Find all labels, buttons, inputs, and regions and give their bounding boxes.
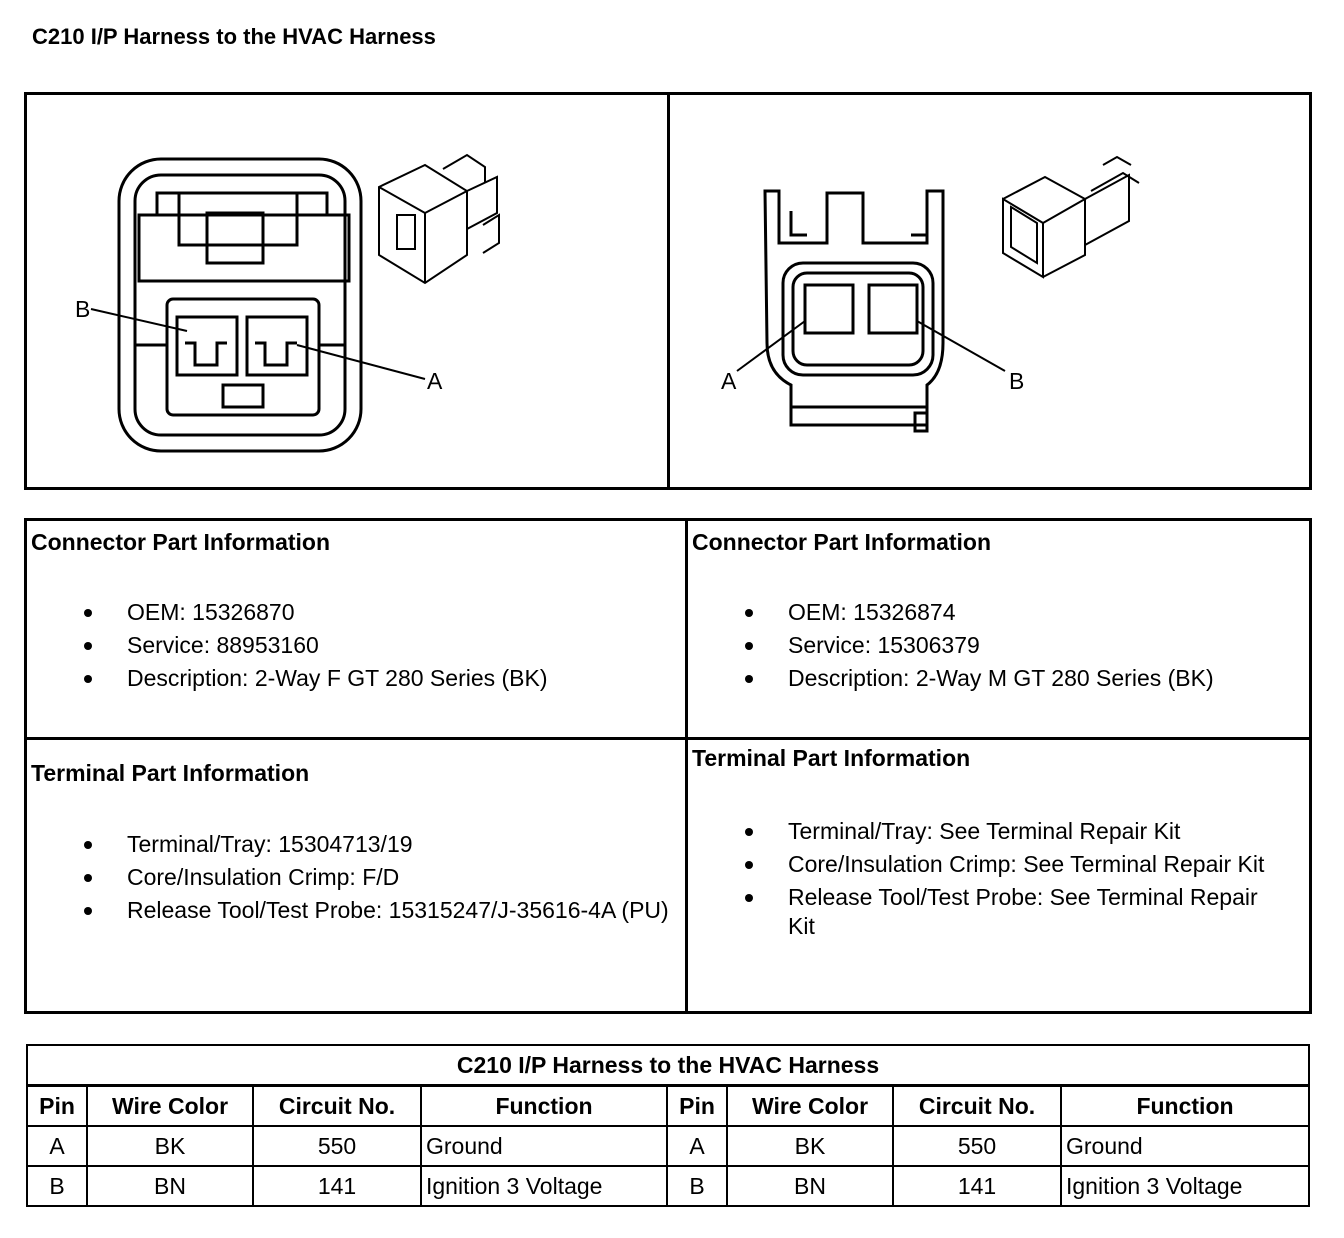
table-cell: Ground [420,1125,668,1167]
table-cell: BN [86,1165,254,1207]
table-cell: BK [726,1125,894,1167]
table-cell: A [666,1125,728,1167]
table-cell: 141 [252,1165,422,1207]
pinout-table: C210 I/P Harness to the HVAC Harness Pin… [25,1044,1311,1207]
list-item: Release Tool/Test Probe: See Terminal Re… [688,883,1288,941]
list-item: Core/Insulation Crimp: See Terminal Repa… [688,850,1288,879]
column-header: Wire Color [726,1084,894,1127]
column-header: Function [1059,1084,1311,1127]
table-row: A BK 550 Ground A BK 550 Ground [26,1125,1311,1167]
terminal-info-left: Terminal Part Information Terminal/Tray:… [27,740,685,1011]
female-connector-iso [378,153,500,285]
list-item: Service: 15306379 [688,631,1303,660]
connector-info-left: Connector Part Information OEM: 15326870… [27,521,685,737]
right-leader-a [736,320,806,372]
table-cell: 550 [252,1125,422,1167]
table-cell: BK [86,1125,254,1167]
terminal-info-left-heading: Terminal Part Information [31,760,310,786]
table-row: B BN 141 Ignition 3 Voltage B BN 141 Ign… [26,1165,1311,1207]
column-header: Circuit No. [892,1084,1062,1127]
table-cell: BN [726,1165,894,1207]
terminal-info-right: Terminal Part Information Terminal/Tray:… [688,740,1309,1011]
table-cell: B [666,1165,728,1207]
column-header: Circuit No. [252,1084,422,1127]
list-item: Description: 2-Way F GT 280 Series (BK) [27,664,677,693]
table-cell: Ground [1059,1125,1311,1167]
list-item: Terminal/Tray: 15304713/19 [27,830,677,859]
left-label-a: A [427,368,443,394]
male-connector-face [763,189,945,433]
table-cell: 141 [892,1165,1062,1207]
column-header: Function [420,1084,668,1127]
part-info-grid: Connector Part Information OEM: 15326870… [24,518,1312,1014]
female-connector-face [117,157,363,453]
terminal-info-right-list: Terminal/Tray: See Terminal Repair Kit C… [688,817,1288,945]
table-header-row: Pin Wire Color Circuit No. Function Pin … [26,1084,1311,1127]
connector-info-left-list: OEM: 15326870 Service: 88953160 Descript… [27,598,677,697]
left-leader-a [296,344,426,380]
connector-info-left-heading: Connector Part Information [31,529,331,555]
list-item: Description: 2-Way M GT 280 Series (BK) [688,664,1303,693]
list-item: Service: 88953160 [27,631,677,660]
list-item: OEM: 15326874 [688,598,1303,627]
table-cell: Ignition 3 Voltage [1059,1165,1311,1207]
column-header: Wire Color [86,1084,254,1127]
connector-info-right: Connector Part Information OEM: 15326874… [688,521,1309,737]
connector-info-right-heading: Connector Part Information [692,529,992,555]
column-header: Pin [26,1084,88,1127]
list-item: Core/Insulation Crimp: F/D [27,863,677,892]
left-label-b: B [75,296,90,322]
connector-diagram-panel: B A A B [24,92,1312,490]
male-connector-iso [1002,155,1140,279]
terminal-info-right-heading: Terminal Part Information [692,745,971,771]
list-item: Terminal/Tray: See Terminal Repair Kit [688,817,1288,846]
table-cell: B [26,1165,88,1207]
table-caption: C210 I/P Harness to the HVAC Harness [25,1044,1311,1087]
right-label-b: B [1009,368,1024,394]
list-item: Release Tool/Test Probe: 15315247/J-3561… [27,896,677,925]
left-leader-b [90,308,188,332]
connector-info-right-list: OEM: 15326874 Service: 15306379 Descript… [688,598,1303,697]
list-item: OEM: 15326870 [27,598,677,627]
connector-diagrams: B A A B [75,153,1140,453]
right-label-a: A [721,368,737,394]
table-cell: A [26,1125,88,1167]
terminal-info-left-list: Terminal/Tray: 15304713/19 Core/Insulati… [27,830,677,929]
table-cell: 550 [892,1125,1062,1167]
right-leader-b [916,320,1006,372]
diagram-divider [667,95,670,487]
page-title: C210 I/P Harness to the HVAC Harness [32,24,436,49]
table-cell: Ignition 3 Voltage [420,1165,668,1207]
column-header: Pin [666,1084,728,1127]
